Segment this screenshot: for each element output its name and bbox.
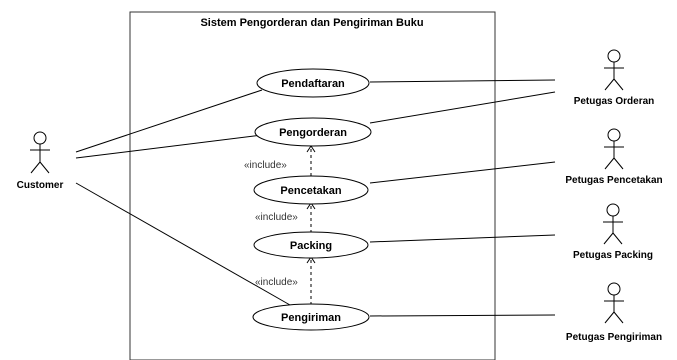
svg-text:Petugas Pencetakan: Petugas Pencetakan <box>565 175 662 186</box>
use-case-packing: Packing <box>253 231 369 259</box>
system-title: Sistem Pengorderan dan Pengiriman Buku <box>200 17 423 29</box>
actor-customer: Customer <box>17 131 64 191</box>
include-label-3: «include» <box>255 277 298 288</box>
assoc-pengiriman-petugas-pengiriman <box>369 314 556 317</box>
stick-figure-icon <box>603 203 623 245</box>
stick-figure-icon <box>604 282 624 324</box>
use-case-pendaftaran: Pendaftaran <box>256 68 370 98</box>
actor-petugas-pengiriman: Petugas Pengiriman <box>566 282 662 343</box>
include-packing-pencetakan <box>306 202 316 233</box>
include-pencetakan-pengorderan <box>306 145 316 176</box>
assoc-customer-pendaftaran <box>75 89 263 153</box>
svg-text:Pendaftaran: Pendaftaran <box>281 78 345 90</box>
assoc-pendaftaran-petugas-orderan <box>369 79 556 83</box>
stick-figure-icon <box>30 131 50 174</box>
include-pengiriman-packing <box>306 256 316 305</box>
svg-text:Petugas Orderan: Petugas Orderan <box>574 96 655 107</box>
stick-figure-icon <box>604 49 624 91</box>
assoc-pencetakan-petugas-pencetakan <box>369 161 556 184</box>
svg-text:Packing: Packing <box>290 240 332 252</box>
actor-petugas-pencetakan: Petugas Pencetakan <box>565 128 663 186</box>
use-case-pengiriman: Pengiriman <box>252 303 370 331</box>
use-case-pencetakan: Pencetakan <box>253 175 369 205</box>
stick-figure-icon <box>604 128 624 170</box>
include-label-2: «include» <box>255 212 298 223</box>
assoc-customer-pengorderan <box>75 134 263 159</box>
assoc-packing-petugas-packing <box>369 234 556 243</box>
system-boundary <box>129 11 496 360</box>
assoc-customer-pengiriman <box>75 182 291 306</box>
assoc-pengorderan-petugas-orderan <box>369 91 556 124</box>
include-label-1: «include» <box>244 160 287 171</box>
actor-petugas-packing: Petugas Packing <box>573 203 653 261</box>
svg-text:Pengorderan: Pengorderan <box>279 127 347 139</box>
actor-petugas-orderan: Petugas Orderan <box>574 49 655 107</box>
svg-text:Pengiriman: Pengiriman <box>281 312 341 324</box>
svg-text:Customer: Customer <box>17 180 64 191</box>
use-case-pengorderan: Pengorderan <box>254 117 372 147</box>
svg-text:Petugas Packing: Petugas Packing <box>573 250 653 261</box>
svg-text:Petugas Pengiriman: Petugas Pengiriman <box>566 332 662 343</box>
svg-text:Pencetakan: Pencetakan <box>280 185 341 197</box>
